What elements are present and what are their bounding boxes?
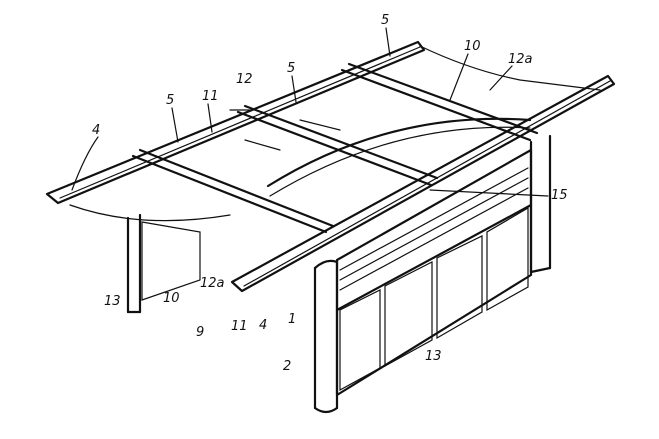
label-5a: 5: [166, 93, 174, 108]
label-5b: 5: [287, 61, 295, 76]
left-rail: [45, 40, 426, 205]
left-wall: [141, 221, 201, 301]
label-12: 12: [236, 72, 253, 87]
cross-beams: [131, 62, 539, 234]
label-13-left: 13: [104, 294, 121, 309]
label-15: 15: [551, 188, 568, 203]
label-5c: 5: [381, 13, 389, 28]
label-9: 9: [196, 325, 204, 340]
side-wall: [335, 148, 533, 397]
label-4-low: 4: [259, 318, 267, 333]
label-1: 1: [288, 312, 296, 327]
leader-lines: [71, 27, 549, 197]
label-10-top: 10: [464, 39, 481, 54]
right-rail: [230, 74, 616, 293]
label-11a: 11: [202, 89, 219, 104]
label-2: 2: [283, 359, 291, 374]
label-12a-top: 12a: [508, 52, 533, 67]
rear-right-post: [529, 134, 552, 274]
reference-labels: 4 5 11 12 5 5 10 12a 15 13 10 12a 9 11 4…: [92, 13, 568, 374]
label-12a-low: 12a: [200, 276, 225, 291]
left-posts: [126, 213, 142, 314]
front-post: [313, 259, 339, 414]
label-13-low: 13: [425, 349, 442, 364]
roof-panels: [69, 45, 601, 222]
label-4-left: 4: [92, 123, 100, 138]
diagonal-spar: [266, 117, 532, 197]
label-11b: 11: [231, 319, 248, 334]
label-10-low: 10: [163, 291, 180, 306]
